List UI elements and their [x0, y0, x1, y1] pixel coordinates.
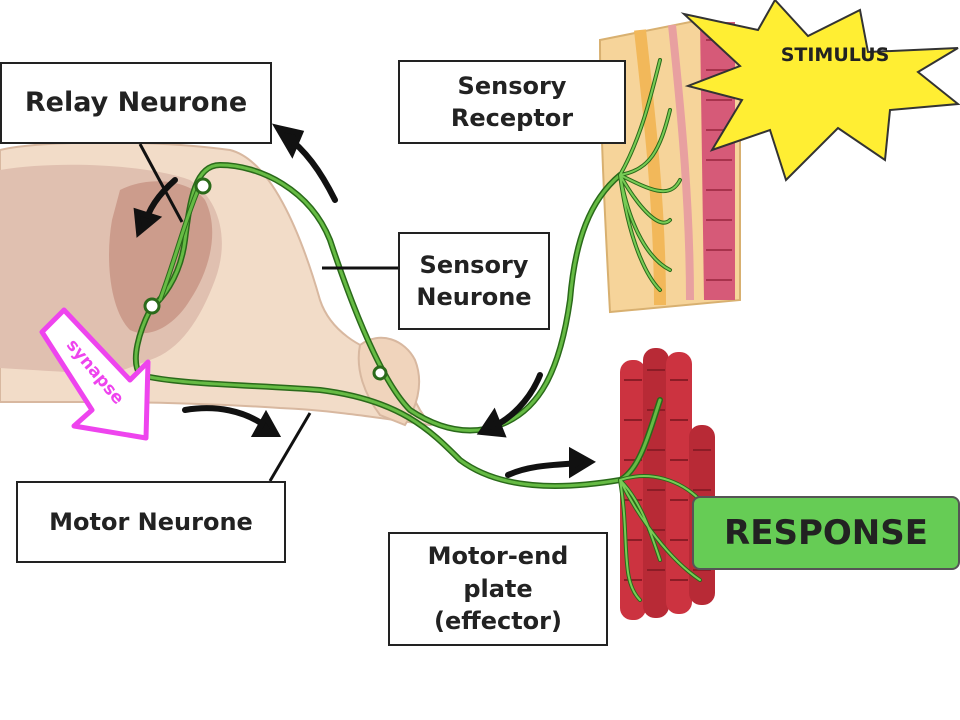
relay-neurone-label: Relay Neurone: [0, 62, 272, 144]
label-pointers: [138, 143, 398, 482]
stimulus-burst: [680, 0, 960, 182]
sensory-receptor-line-2: Receptor: [450, 104, 574, 132]
motor-end-plate-line-3: (effector): [434, 607, 562, 636]
motor-end-plate-line-2: plate: [463, 574, 533, 603]
motor-end-plate-line-1: Motor-end: [427, 542, 569, 571]
sensory-receptor-line-1: Sensory: [457, 71, 567, 100]
arrow-motor-out: [182, 405, 271, 431]
flow-arrows: [133, 123, 596, 479]
stimulus-text: STIMULUS: [780, 44, 890, 66]
response-label: RESPONSE: [692, 496, 960, 570]
relay-neurone-path: [157, 184, 203, 301]
motor-neurone-label: Motor Neurone: [16, 481, 286, 563]
sensory-receptor-label: Sensory Receptor: [398, 60, 626, 144]
sensory-neurone-label: Sensory Neurone: [398, 232, 550, 330]
relay-neurone-text: Relay Neurone: [24, 86, 248, 118]
sensory-neurone-line-1: Sensory: [419, 250, 529, 279]
response-text: RESPONSE: [724, 513, 928, 553]
motor-neurone-text: Motor Neurone: [49, 507, 253, 536]
synapse-nodes: [143, 177, 388, 381]
motor-end-plate-label: Motor-end plate (effector): [388, 532, 608, 646]
sensory-neurone-line-2: Neurone: [416, 283, 532, 311]
synapse-arrow: [39, 307, 151, 441]
